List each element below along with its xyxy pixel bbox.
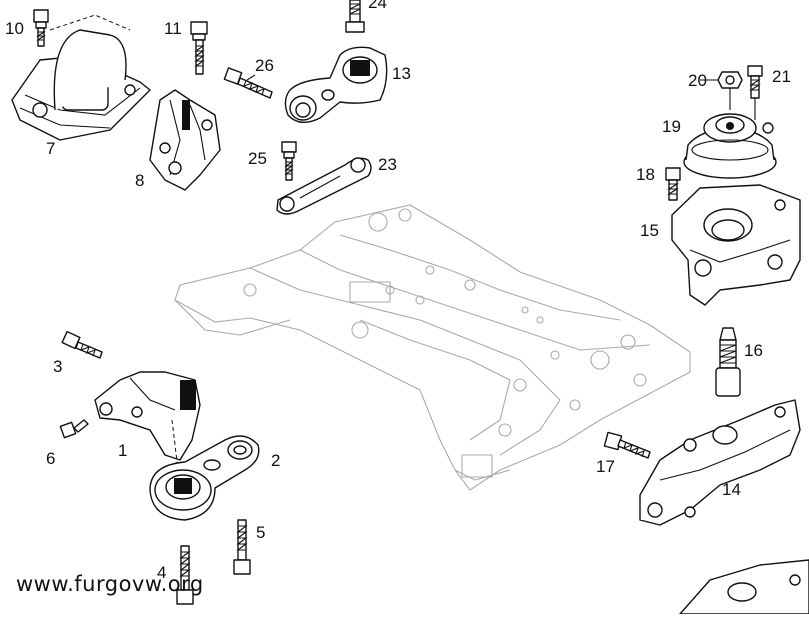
callout-23: 23	[378, 155, 397, 174]
callout-17: 17	[596, 457, 615, 476]
callout-1: 1	[118, 441, 128, 460]
callout-24: 24	[368, 0, 387, 12]
bolt-18	[665, 167, 681, 201]
callout-8: 8	[135, 171, 145, 190]
nut-20	[717, 71, 743, 89]
callout-5: 5	[256, 523, 266, 542]
bolt-26	[223, 67, 273, 99]
callout-25: 25	[248, 149, 267, 168]
bolt-3	[61, 330, 103, 359]
callout-20: 20	[688, 71, 707, 90]
part-1-engine-bracket	[94, 371, 201, 471]
callout-15: 15	[640, 221, 659, 240]
callout-26: 26	[255, 56, 274, 75]
callout-13: 13	[392, 64, 411, 83]
bolt-21	[747, 65, 763, 99]
bolt-4	[176, 545, 194, 605]
bolt-25	[281, 141, 297, 181]
bolt-24	[345, 0, 365, 33]
leader-lines	[246, 74, 756, 120]
callout-21: 21	[772, 67, 791, 86]
part-14-lower-bracket	[639, 399, 801, 526]
callout-2: 2	[271, 451, 281, 470]
callout-11: 11	[164, 19, 182, 38]
part-7-engine-mount	[11, 14, 151, 141]
bolt-10	[33, 9, 49, 47]
callout-18: 18	[636, 165, 655, 184]
callout-16: 16	[744, 341, 763, 360]
callout-6: 6	[46, 449, 56, 468]
subframe-crossmember	[174, 204, 691, 491]
part-2-torque-rod	[149, 435, 260, 521]
part-13-torque-link	[284, 46, 388, 123]
callout-3: 3	[53, 357, 63, 376]
callout-7: 7	[46, 139, 56, 158]
part-15-bracket	[671, 184, 801, 306]
watermark: www.furgovw.org	[16, 572, 204, 596]
bolt-11	[190, 21, 208, 75]
part-19-top-mount	[683, 113, 777, 179]
callout-19: 19	[662, 117, 681, 136]
part-8-bracket	[149, 89, 221, 191]
callout-14: 14	[722, 480, 741, 499]
stud-16	[715, 327, 741, 397]
part-23-link-arm	[276, 157, 372, 215]
callout-10: 10	[5, 19, 24, 38]
bolt-6	[59, 419, 89, 439]
part-fragment-bottom-right	[679, 559, 809, 615]
bolt-5	[233, 519, 251, 575]
bolt-17	[603, 431, 651, 459]
callout-4: 4	[157, 563, 167, 582]
